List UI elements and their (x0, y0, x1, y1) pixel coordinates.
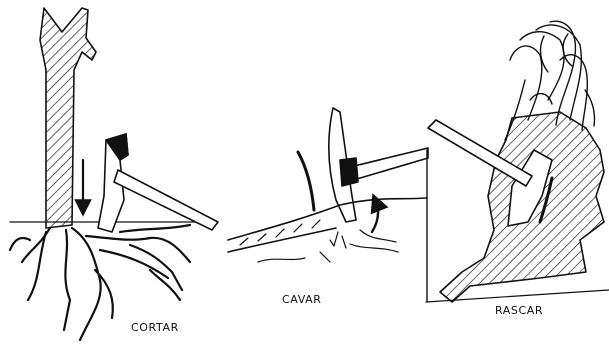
panel-cavar (228, 108, 428, 302)
label-cavar: CAVAR (282, 293, 322, 306)
label-cortar: CORTAR (131, 321, 179, 334)
swing-arrow-left (298, 152, 314, 210)
panel-rascar (426, 21, 609, 302)
soil-surface (228, 198, 426, 240)
label-rascar: RASCAR (495, 304, 543, 317)
panel-cortar (10, 8, 218, 340)
axe-handle (114, 170, 218, 230)
tree-trunk (40, 8, 96, 228)
swing-arrow-right (372, 202, 378, 232)
